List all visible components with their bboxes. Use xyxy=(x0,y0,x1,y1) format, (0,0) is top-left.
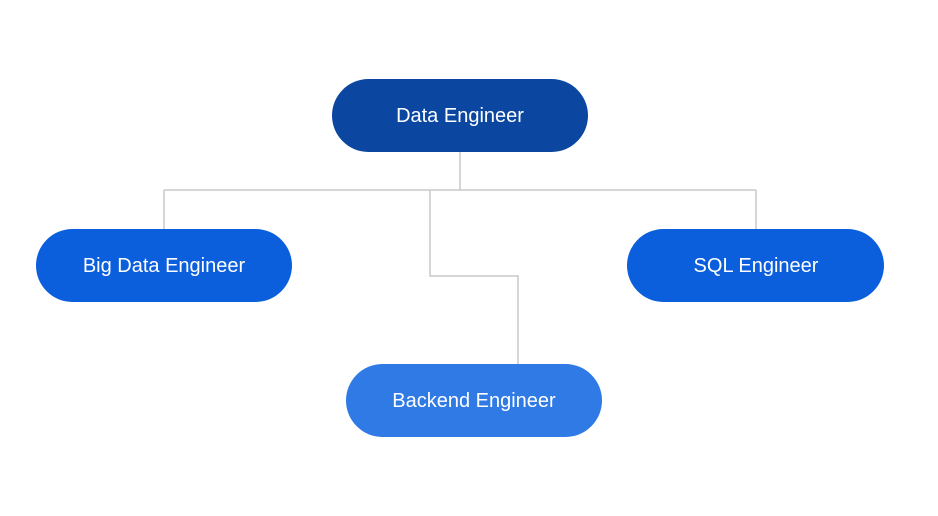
connector-backend xyxy=(429,190,519,364)
node-big-data-engineer-pill xyxy=(36,229,292,302)
node-sql-engineer-pill xyxy=(627,229,884,302)
node-backend-engineer[interactable]: Backend Engineer xyxy=(346,364,602,437)
node-data-engineer-pill xyxy=(332,79,588,152)
node-sql-engineer[interactable]: SQL Engineer xyxy=(627,229,884,302)
connectors xyxy=(163,152,757,364)
node-backend-engineer-label: Backend Engineer xyxy=(392,390,556,412)
node-backend-engineer-pill xyxy=(346,364,602,437)
node-data-engineer[interactable]: Data Engineer xyxy=(332,79,588,152)
node-big-data-engineer[interactable]: Big Data Engineer xyxy=(36,229,292,302)
node-big-data-engineer-label: Big Data Engineer xyxy=(83,255,246,277)
node-sql-engineer-label: SQL Engineer xyxy=(694,255,819,277)
node-data-engineer-label: Data Engineer xyxy=(396,105,524,127)
